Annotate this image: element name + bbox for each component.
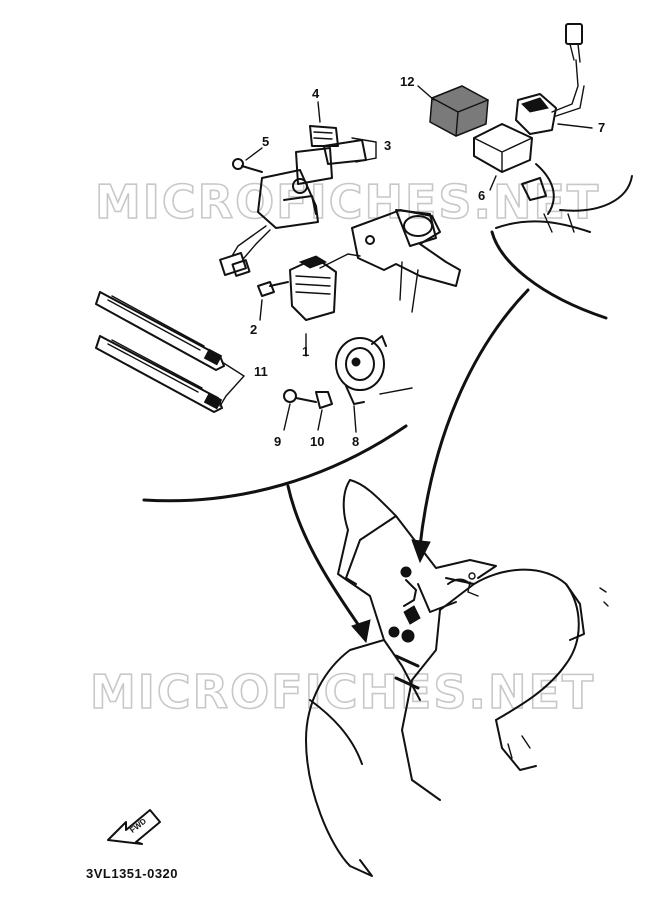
callout-5: 5	[262, 134, 269, 149]
rectifier-regulator	[289, 253, 361, 321]
mounting-bracket	[351, 209, 461, 313]
detail-outline-right	[490, 230, 608, 320]
bolt-9	[283, 389, 317, 403]
leader-12	[417, 85, 435, 101]
callout-12: 12	[400, 74, 414, 89]
leader-4	[317, 101, 321, 123]
relay-holder-6	[473, 123, 533, 173]
callout-7: 7	[598, 120, 605, 135]
detail-outline-left	[142, 424, 408, 503]
leader-6	[489, 175, 497, 191]
cable-tie-lower	[95, 335, 223, 413]
leader-9	[283, 403, 291, 431]
scooter-inner-parts	[388, 566, 421, 690]
screw-5	[232, 158, 263, 173]
leader-2	[259, 299, 263, 321]
scooter-outline	[305, 479, 609, 877]
callout-9: 9	[274, 434, 281, 449]
bracket-link-horn	[379, 387, 413, 395]
horn	[335, 335, 387, 405]
fwd-label: FWD	[128, 816, 148, 834]
callout-11: 11	[254, 364, 268, 379]
callout-1: 1	[302, 344, 309, 359]
bolt-2	[257, 281, 289, 297]
leader-11	[219, 361, 246, 407]
pointer-arrow-left	[286, 484, 371, 644]
leader-10	[317, 409, 323, 431]
main-switch	[219, 125, 339, 277]
leader-5	[245, 147, 263, 161]
leader-3	[351, 137, 377, 163]
callout-3: 3	[384, 138, 391, 153]
frame-detail	[495, 163, 633, 233]
callout-2: 2	[250, 322, 257, 337]
pointer-arrow-right	[411, 288, 530, 564]
callout-4: 4	[312, 86, 320, 101]
leader-8	[353, 405, 357, 433]
diagram-code: 3VL1351-0320	[86, 866, 178, 881]
fwd-arrow-icon: FWD	[107, 809, 161, 845]
callout-10: 10	[310, 434, 324, 449]
cable-tie-upper	[95, 291, 225, 371]
callout-8: 8	[352, 434, 359, 449]
watermark-top: MICROFICHES.NET	[95, 175, 600, 229]
leader-7	[557, 123, 593, 129]
relay-12	[429, 85, 489, 137]
callout-6: 6	[478, 188, 485, 203]
watermark-bottom: MICROFICHES.NET	[90, 665, 595, 719]
nut-10	[315, 391, 333, 409]
connector-7	[515, 23, 585, 135]
